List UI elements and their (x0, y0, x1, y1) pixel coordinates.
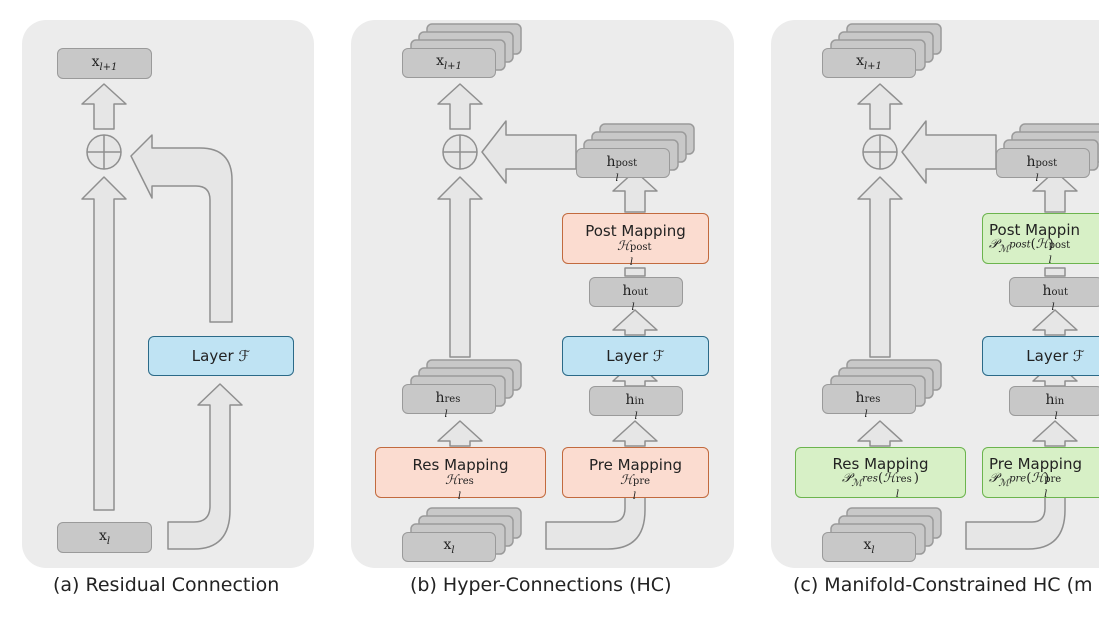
arrow-premap-to-hin-b (612, 420, 658, 447)
arrow-hout-to-postmap-b (624, 267, 646, 277)
arrow-postmap-to-hpost-b (612, 170, 658, 213)
arrow-layer-to-hout-c (1032, 309, 1078, 336)
arrow-post-to-sum-b (481, 120, 577, 184)
arrow-skip-a (81, 176, 127, 511)
arrow-resmap-to-hres-b (437, 420, 483, 447)
arrow-res-to-sum-c (857, 176, 903, 358)
arrow-input-to-premap-b (545, 496, 646, 550)
arrow-up-output-c (857, 83, 903, 130)
arrow-input-to-premap-c (965, 496, 1066, 550)
arrow-premap-to-hin-c (1032, 420, 1078, 447)
arrow-res-to-sum-b (437, 176, 483, 358)
node-x-input-a: xl (57, 522, 152, 553)
caption-manifold-constrained: (c) Manifold-Constrained HC (m (793, 574, 1093, 596)
panel-residual (22, 20, 314, 568)
node-x-input-c: xl (822, 532, 916, 562)
arrow-layer-to-sum-a (130, 134, 233, 323)
arrow-layer-to-hout-b (612, 309, 658, 336)
arrow-up-output-b (437, 83, 483, 130)
node-x-next-a: xl+1 (57, 48, 152, 79)
arrow-resmap-to-hres-c (857, 420, 903, 447)
arrow-post-to-sum-c (901, 120, 997, 184)
layer-box-a: Layer ℱ (148, 336, 294, 376)
layer-box-b: Layer ℱ (562, 336, 709, 376)
node-x-next-c: xl+1 (822, 48, 916, 78)
caption-residual: (a) Residual Connection (53, 574, 280, 596)
node-x-next-b: xl+1 (402, 48, 496, 78)
arrow-hout-to-postmap-c (1044, 267, 1066, 277)
arrow-postmap-to-hpost-c (1032, 170, 1078, 213)
arrow-up-output-a (81, 83, 127, 130)
layer-box-c: Layer ℱ (982, 336, 1099, 376)
node-x-input-b: xl (402, 532, 496, 562)
caption-hyper-connections: (b) Hyper-Connections (HC) (410, 574, 672, 596)
arrow-input-to-layer-a (167, 383, 243, 550)
